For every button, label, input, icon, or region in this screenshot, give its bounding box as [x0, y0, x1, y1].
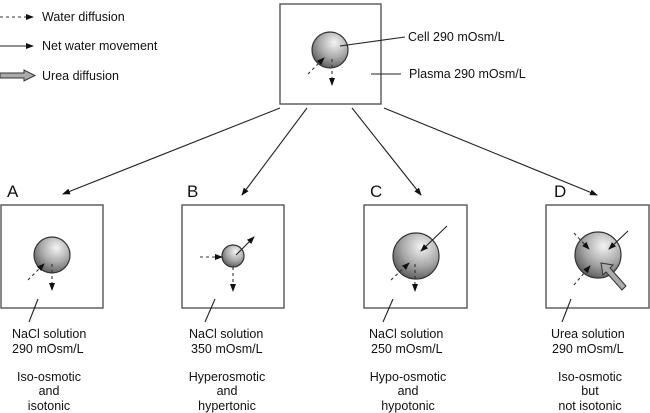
- solution-name: NaCl solution: [369, 327, 443, 341]
- top-panel: Cell 290 mOsm/L Plasma 290 mOsm/L: [279, 3, 526, 105]
- cell-label: Cell 290 mOsm/L: [408, 30, 505, 44]
- panel-letter: C: [370, 182, 382, 201]
- solution-leader-line: [382, 298, 394, 323]
- urea-diffusion-arrow: [600, 262, 627, 291]
- desc-line-1: Iso-osmotic: [17, 370, 81, 384]
- cell: [33, 236, 71, 274]
- cell: [221, 244, 245, 268]
- desc-line-1: Iso-osmotic: [558, 370, 622, 384]
- cell-leader-line: [339, 36, 406, 47]
- panel-b: B NaCl solution 350 mOsm/L Hyperosmotic …: [181, 182, 285, 413]
- desc-line-2: but: [581, 384, 599, 398]
- cell: [311, 31, 349, 69]
- desc-line-3: hypotonic: [381, 399, 435, 413]
- water-diffusion-in-arrow: [307, 57, 325, 75]
- arrow-to-a: [62, 107, 281, 195]
- arrow-to-d: [383, 107, 598, 196]
- hollow-arrow-icon: [0, 69, 37, 82]
- desc-line-3: not isotonic: [558, 399, 621, 413]
- solution-leader-line: [561, 298, 572, 323]
- solution-osm: 290 mOsm/L: [552, 342, 624, 356]
- panel-letter: D: [554, 182, 566, 201]
- solution-leader-line: [28, 298, 39, 323]
- desc-line-2: and: [398, 384, 419, 398]
- solution-name: NaCl solution: [12, 327, 86, 341]
- desc-line-1: Hyperosmotic: [189, 370, 265, 384]
- panel-letter: A: [7, 182, 19, 201]
- panel-c: C NaCl solution 250 mOsm/L Hypo-osmotic …: [363, 182, 468, 413]
- legend-item-urea-diffusion: Urea diffusion: [0, 69, 119, 83]
- cell: [574, 231, 622, 279]
- solution-name: NaCl solution: [189, 327, 263, 341]
- arrow-to-c: [351, 107, 422, 196]
- legend-label: Net water movement: [42, 39, 158, 53]
- solution-osm: 290 mOsm/L: [12, 342, 84, 356]
- net-water-in-arrow: [608, 230, 629, 250]
- water-diffusion-in-arrow: [390, 262, 410, 281]
- net-water-in-arrow: [420, 225, 448, 252]
- water-diffusion-in-arrow: [27, 263, 45, 281]
- desc-line-3: isotonic: [28, 399, 70, 413]
- solution-leader-line: [204, 298, 216, 323]
- solution-osm: 250 mOsm/L: [371, 342, 443, 356]
- desc-line-2: and: [217, 384, 238, 398]
- panel-letter: B: [187, 182, 198, 201]
- legend: Water diffusion Net water movement Urea …: [0, 10, 158, 83]
- desc-line-3: hypertonic: [198, 399, 256, 413]
- solution-osm: 350 mOsm/L: [191, 342, 263, 356]
- net-water-out-arrow: [235, 236, 255, 256]
- solution-name: Urea solution: [551, 327, 625, 341]
- panel-d: D Urea solution 290 mOsm/L Iso-osmotic b…: [545, 182, 650, 413]
- legend-item-water-diffusion: Water diffusion: [0, 10, 125, 24]
- desc-line-1: Hypo-osmotic: [370, 370, 446, 384]
- solution-box: [545, 204, 650, 309]
- legend-label: Water diffusion: [42, 10, 125, 24]
- legend-label: Urea diffusion: [42, 69, 119, 83]
- connector-arrows: [62, 107, 598, 196]
- panel-a: A NaCl solution 290 mOsm/L Iso-osmotic a…: [0, 182, 104, 413]
- legend-item-net-water-movement: Net water movement: [0, 39, 158, 53]
- water-diffusion-in-arrow-2: [573, 265, 591, 286]
- desc-line-2: and: [39, 384, 60, 398]
- arrow-to-b: [241, 107, 308, 196]
- plasma-label: Plasma 290 mOsm/L: [409, 67, 526, 81]
- water-diffusion-in-arrow: [573, 232, 590, 250]
